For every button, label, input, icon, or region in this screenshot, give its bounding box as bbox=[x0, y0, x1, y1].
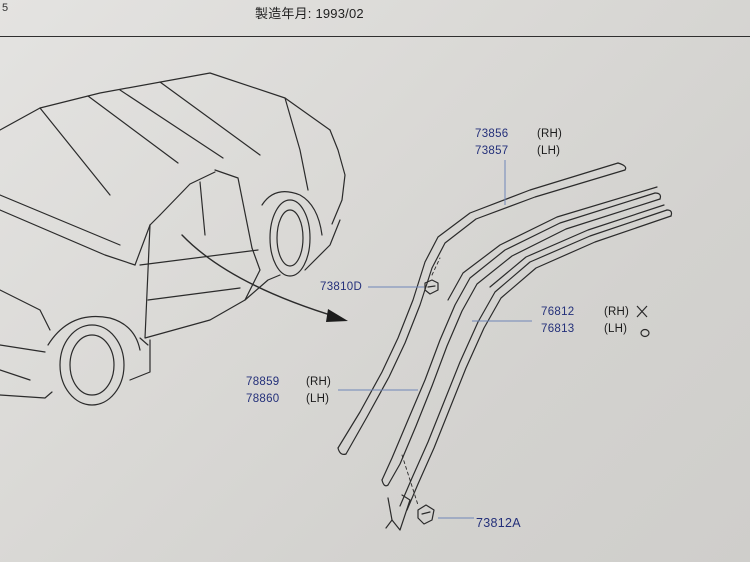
production-date-value: 1993/02 bbox=[315, 6, 364, 21]
roof-drip-moulding bbox=[337, 162, 627, 455]
header-divider bbox=[0, 36, 750, 37]
part-side-76813: (LH) bbox=[604, 323, 628, 335]
part-number-78859: 78859 bbox=[246, 376, 280, 388]
part-number-78860: 78860 bbox=[246, 393, 280, 405]
part-number-73856: 73856 bbox=[475, 128, 509, 140]
part-number-76813: 76813 bbox=[541, 323, 575, 335]
clip-73810D bbox=[424, 279, 439, 295]
rh-cross-mark bbox=[636, 305, 648, 318]
lh-circle-mark bbox=[640, 328, 650, 338]
car-illustration bbox=[0, 72, 346, 406]
corner-mark: 5 bbox=[2, 2, 9, 14]
part-side-76812: (RH) bbox=[604, 306, 630, 318]
callout-arrow bbox=[181, 234, 341, 319]
arrow-head bbox=[326, 309, 348, 322]
production-date-label: 製造年月: bbox=[255, 6, 312, 21]
door-weatherstrip bbox=[381, 186, 662, 487]
clip-73812A bbox=[417, 504, 435, 525]
part-side-78860: (LH) bbox=[306, 393, 330, 405]
part-side-73856: (RH) bbox=[537, 128, 563, 140]
part-number-73857: 73857 bbox=[475, 145, 509, 157]
part-side-73857: (LH) bbox=[537, 145, 561, 157]
production-date: 製造年月: 1993/02 bbox=[255, 3, 364, 22]
inner-moulding bbox=[385, 204, 673, 531]
part-number-76812: 76812 bbox=[541, 306, 575, 318]
part-number-73812A: 73812A bbox=[476, 516, 521, 530]
part-number-73810D: 73810D bbox=[320, 281, 363, 293]
leader-lines bbox=[338, 160, 532, 519]
part-side-78859: (RH) bbox=[306, 376, 332, 388]
